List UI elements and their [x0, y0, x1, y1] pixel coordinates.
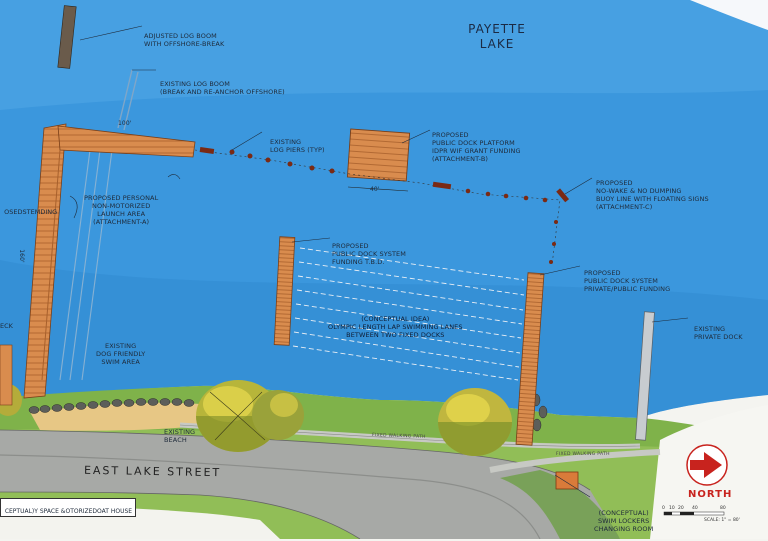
shore-rocks [28, 393, 548, 432]
dimension-pier-top: 100' [118, 120, 132, 127]
existing-beach [30, 402, 215, 431]
scale-text: SCALE: 1" = 80' [704, 518, 740, 523]
lake-water [0, 0, 768, 418]
street-label: EAST LAKE STREET [83, 463, 222, 480]
dock-system-private-public [515, 272, 545, 446]
scale-tick: 0 [662, 506, 665, 511]
east-lake-street-road [0, 430, 620, 539]
label-swim-lanes: (CONCEPTUAL IDEA)OLYMPIC LENGTH LAP SWIM… [328, 315, 463, 339]
swimming-lanes [292, 247, 525, 381]
dimension-platform: 40' [370, 186, 380, 193]
existing-private-dock [635, 311, 655, 441]
lake-name-label: PAYETTE LAKE [468, 22, 526, 51]
scale-tick: 10 [669, 506, 675, 511]
existing-log-boom [117, 69, 139, 131]
edge-label-left-upper: OSEDSTEMDING [4, 208, 58, 216]
walking-path-label: FIXED WALKING PATH [556, 452, 610, 457]
public-dock-platform [346, 128, 411, 182]
l-shaped-pier [23, 123, 196, 399]
swim-lockers-building [555, 471, 579, 490]
adjusted-log-boom [57, 5, 77, 69]
scale-tick: 40 [692, 506, 698, 511]
tree-canopy-3 [438, 388, 512, 456]
label-existing-log-boom: EXISTING LOG BOOM(BREAK AND RE-ANCHOR OF… [160, 80, 285, 96]
tree-canopy-2 [252, 390, 304, 440]
north-arrow-icon [686, 444, 728, 486]
north-label: NORTH [688, 489, 733, 500]
log-pier-markers [199, 147, 570, 264]
scale-tick: 80 [720, 506, 726, 511]
dimension-pier-vertical: 160' [17, 249, 25, 263]
scale-tick: 20 [678, 506, 684, 511]
scale-bar [663, 511, 725, 516]
dock-system-tbd [273, 236, 296, 346]
edge-label-left-mid: ECK [0, 322, 13, 330]
edge-label-bottom-left: CEPTUAL)Y SPACE &OTORIZEDOAT HOUSE [0, 498, 137, 517]
